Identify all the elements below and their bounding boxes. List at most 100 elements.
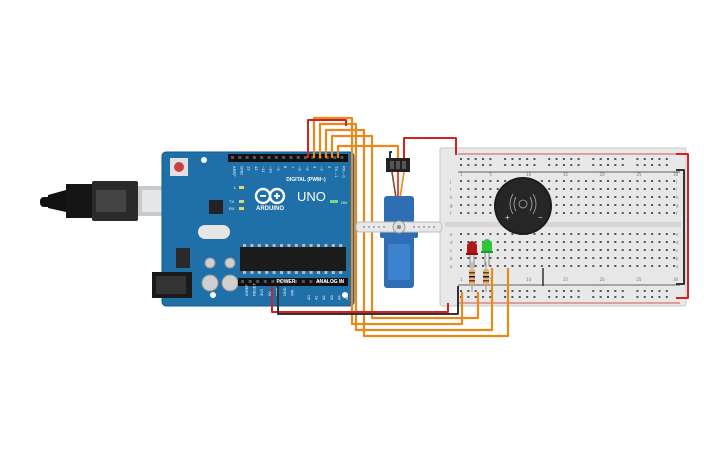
digital-pin-label: 13: [247, 166, 252, 171]
bb-col-number: 20: [600, 277, 606, 282]
power-analog-header[interactable]: [238, 278, 348, 286]
analog-pin-label: A4: [337, 295, 341, 300]
arduino-board[interactable]: ARDUINO UNO DIGITAL (PWM~) POWER ANALOG …: [152, 151, 355, 307]
power-pin-label: 5V: [268, 291, 272, 296]
red-led[interactable]: [466, 241, 478, 268]
rx-label: RX: [229, 206, 235, 211]
bb-row-letter: g: [450, 203, 453, 208]
bottom-pin-hole[interactable]: [332, 280, 336, 283]
digital-pin-hole[interactable]: [252, 156, 256, 159]
bottom-pin-hole[interactable]: [241, 280, 244, 283]
resistor-2[interactable]: [483, 262, 489, 292]
bb-row-letter: f: [450, 211, 452, 216]
power-pin-label: IOREF: [245, 284, 249, 296]
tx-label: TX: [229, 199, 234, 204]
digital-pin-hole[interactable]: [296, 156, 300, 159]
bb-row-letter: c: [450, 248, 452, 253]
digital-pin-label: ~5: [305, 166, 310, 171]
digital-pin-label: AREF: [232, 166, 237, 177]
bb-col-number: 1: [460, 172, 463, 177]
bb-col-number: 25: [636, 172, 642, 177]
digital-pin-label: 2: [327, 166, 332, 169]
bottom-pin-hole[interactable]: [309, 280, 313, 283]
bottom-pin-hole[interactable]: [301, 280, 305, 283]
bb-row-letter: a: [676, 264, 679, 269]
bottom-pin-hole[interactable]: [256, 280, 260, 283]
digital-pin-label: 4: [312, 166, 317, 169]
tx-led: [239, 200, 244, 203]
bb-col-number: 10: [526, 277, 532, 282]
buzzer-plus-label: +: [505, 213, 510, 222]
bb-row-letter: d: [450, 240, 453, 245]
bb-col-number: 5: [489, 172, 492, 177]
digital-pin-hole[interactable]: [231, 156, 234, 159]
analog-label: ANALOG IN: [316, 279, 344, 285]
bb-row-letter: h: [676, 195, 679, 200]
bb-row-letter: c: [676, 248, 678, 253]
bottom-pin-hole[interactable]: [324, 280, 328, 283]
digital-pin-label: TX→1: [334, 166, 339, 178]
digital-pin-label: ~6: [298, 166, 303, 171]
bb-col-number: 15: [563, 172, 569, 177]
bottom-pin-hole[interactable]: [248, 280, 252, 283]
analog-pin-label: A0: [307, 295, 311, 300]
digital-pin-hole[interactable]: [282, 156, 286, 159]
bb-col-number: 1: [460, 277, 463, 282]
digital-pin-hole[interactable]: [311, 156, 315, 159]
digital-pin-hole[interactable]: [289, 156, 293, 159]
digital-pin-hole[interactable]: [274, 156, 278, 159]
bb-row-letter: j: [449, 179, 451, 184]
bb-row-letter: e: [676, 232, 679, 237]
bb-col-number: 10: [526, 172, 532, 177]
bottom-pin-hole[interactable]: [263, 280, 267, 283]
digital-pin-hole[interactable]: [340, 156, 344, 159]
bottom-pin-hole[interactable]: [279, 280, 282, 283]
resistor-1[interactable]: [469, 262, 475, 292]
bb-row-letter: b: [450, 256, 453, 261]
digital-pin-label: RX←0: [342, 166, 347, 179]
l-led: [239, 186, 244, 189]
bottom-pin-hole[interactable]: [339, 280, 343, 283]
digital-pin-hole[interactable]: [238, 156, 242, 159]
bottom-pin-hole[interactable]: [271, 280, 275, 283]
green-led[interactable]: [481, 239, 493, 266]
bottom-pin-hole[interactable]: [317, 280, 320, 283]
bb-row-letter: g: [676, 203, 679, 208]
power-pin-label: GND: [283, 287, 287, 296]
l-label: L: [234, 185, 237, 190]
digital-pin-label: 7: [290, 166, 295, 169]
power-led: [330, 200, 338, 203]
servo-motor[interactable]: [355, 158, 443, 288]
digital-pin-hole[interactable]: [304, 156, 307, 159]
analog-pin-label: A2: [322, 295, 326, 300]
digital-header[interactable]: [228, 154, 348, 162]
digital-pin-label: ~3: [320, 166, 325, 171]
digital-pin-label: ~9: [276, 166, 281, 171]
arduino-logo: [254, 187, 286, 205]
piezo-buzzer[interactable]: + −: [494, 177, 552, 235]
bb-row-letter: e: [450, 232, 453, 237]
bb-row-letter: i: [450, 187, 451, 192]
rx-led: [239, 207, 244, 210]
bb-row-letter: d: [676, 240, 679, 245]
power-pin-label: RESET: [253, 283, 257, 296]
bottom-pin-hole[interactable]: [294, 280, 298, 283]
digital-pin-hole[interactable]: [325, 156, 329, 159]
digital-pin-hole[interactable]: [267, 156, 271, 159]
bb-row-letter: a: [450, 264, 453, 269]
bb-col-number: 20: [600, 172, 606, 177]
usb-chip: [209, 200, 223, 214]
brand-label: ARDUINO: [256, 206, 284, 212]
digital-pin-hole[interactable]: [245, 156, 249, 159]
digital-pin-hole[interactable]: [333, 156, 337, 159]
analog-pin-label: A5: [345, 295, 349, 300]
bb-row-letter: i: [676, 187, 677, 192]
bottom-pin-hole[interactable]: [286, 280, 290, 283]
reset-button[interactable]: [174, 162, 184, 172]
digital-label: DIGITAL (PWM~): [286, 177, 326, 183]
digital-pin-label: 12: [254, 166, 259, 171]
buzzer-minus-label: −: [538, 213, 543, 222]
digital-pin-label: 8: [283, 166, 288, 169]
digital-pin-hole[interactable]: [260, 156, 264, 159]
